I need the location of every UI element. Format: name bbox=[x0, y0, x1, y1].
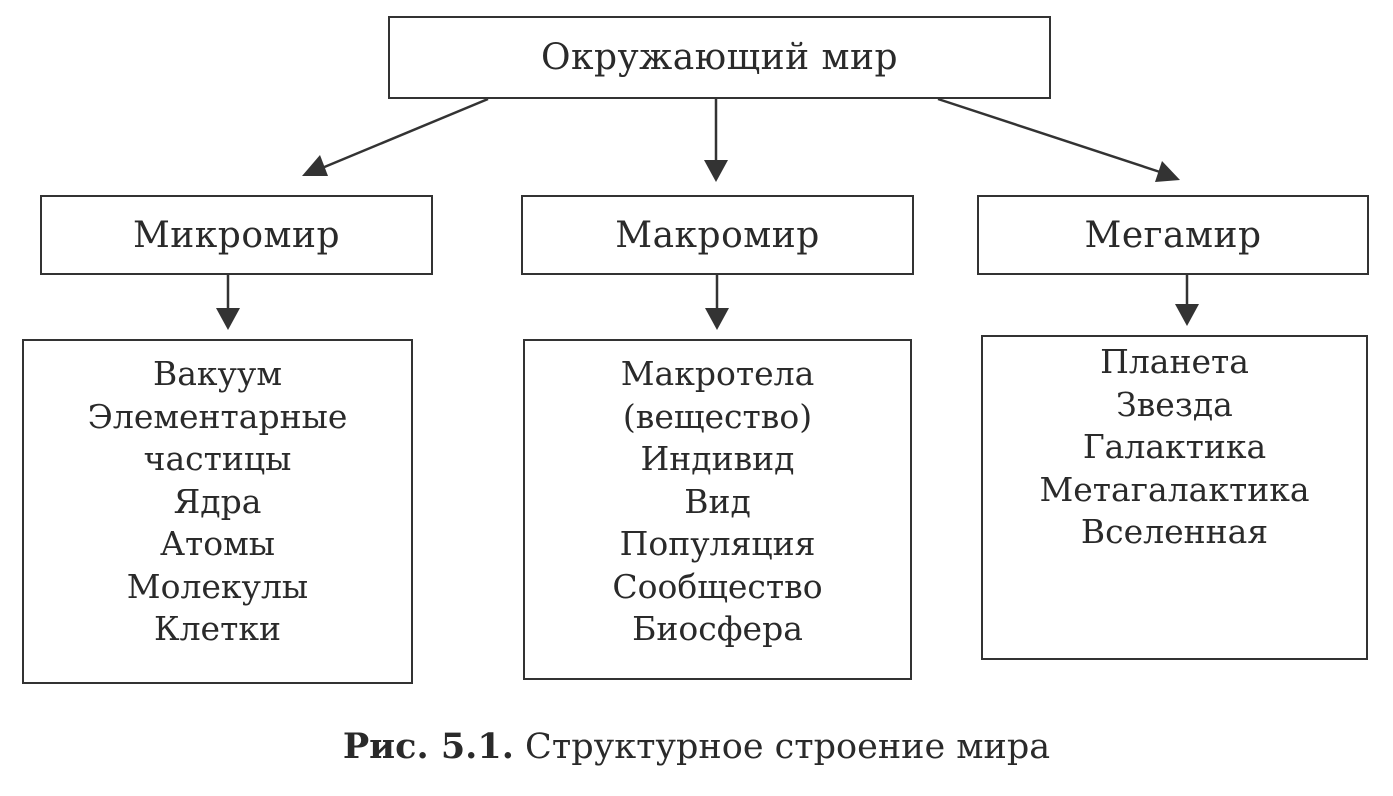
mega-to-list-arrow bbox=[1175, 275, 1199, 326]
root-to-macro-arrow bbox=[704, 99, 728, 182]
root-to-micro-arrow bbox=[302, 97, 489, 176]
list-item: (вещество) bbox=[622, 396, 813, 436]
list-item: Вакуум bbox=[152, 354, 283, 393]
list-item: Элементарные bbox=[87, 396, 348, 436]
list-item: Биосфера bbox=[632, 609, 803, 648]
list-item: Планета bbox=[1100, 342, 1249, 381]
list-item: Макротела bbox=[620, 354, 815, 393]
root-to-mega-arrow bbox=[937, 97, 1180, 182]
list-item: Популяция bbox=[619, 524, 816, 563]
macro-world-items-box: Макротела (вещество) Индивид Вид Популяц… bbox=[523, 339, 912, 680]
list-item: Ядра bbox=[173, 481, 262, 521]
list-item: частицы bbox=[143, 439, 292, 478]
list-item: Метагалактика bbox=[1039, 469, 1310, 509]
figure-caption: Рис. 5.1. Структурное строение мира bbox=[0, 726, 1393, 767]
macro-to-list-arrow bbox=[705, 275, 729, 330]
list-item: Индивид bbox=[640, 439, 795, 478]
macro-world-items: Макротела (вещество) Индивид Вид Популяц… bbox=[525, 353, 910, 651]
micro-world-node: Микромир bbox=[40, 195, 433, 275]
micro-to-list-arrow bbox=[216, 275, 240, 330]
micro-world-items: Вакуум Элементарные частицы Ядра Атомы М… bbox=[24, 353, 411, 651]
mega-world-node: Мегамир bbox=[977, 195, 1369, 275]
micro-world-label: Микромир bbox=[132, 214, 341, 256]
mega-world-label: Мегамир bbox=[1084, 214, 1262, 256]
macro-world-node: Макромир bbox=[521, 195, 914, 275]
list-item: Клетки bbox=[154, 609, 281, 648]
macro-world-label: Макромир bbox=[615, 214, 820, 256]
list-item: Звезда bbox=[1116, 384, 1233, 424]
root-node-label: Окружающий мир bbox=[540, 37, 899, 78]
figure-caption-text: Структурное строение мира bbox=[525, 727, 1051, 767]
figure-caption-label: Рис. 5.1. bbox=[342, 726, 514, 767]
micro-world-items-box: Вакуум Элементарные частицы Ядра Атомы М… bbox=[22, 339, 413, 684]
list-item: Сообщество bbox=[612, 566, 823, 606]
root-node: Окружающий мир bbox=[388, 16, 1051, 99]
list-item: Атомы bbox=[159, 524, 276, 563]
list-item: Галактика bbox=[1082, 427, 1267, 466]
list-item: Вид bbox=[684, 481, 751, 521]
list-item: Молекулы bbox=[126, 566, 309, 606]
list-item: Вселенная bbox=[1080, 512, 1269, 551]
mega-world-items: Планета Звезда Галактика Метагалактика В… bbox=[983, 341, 1366, 554]
mega-world-items-box: Планета Звезда Галактика Метагалактика В… bbox=[981, 335, 1368, 660]
